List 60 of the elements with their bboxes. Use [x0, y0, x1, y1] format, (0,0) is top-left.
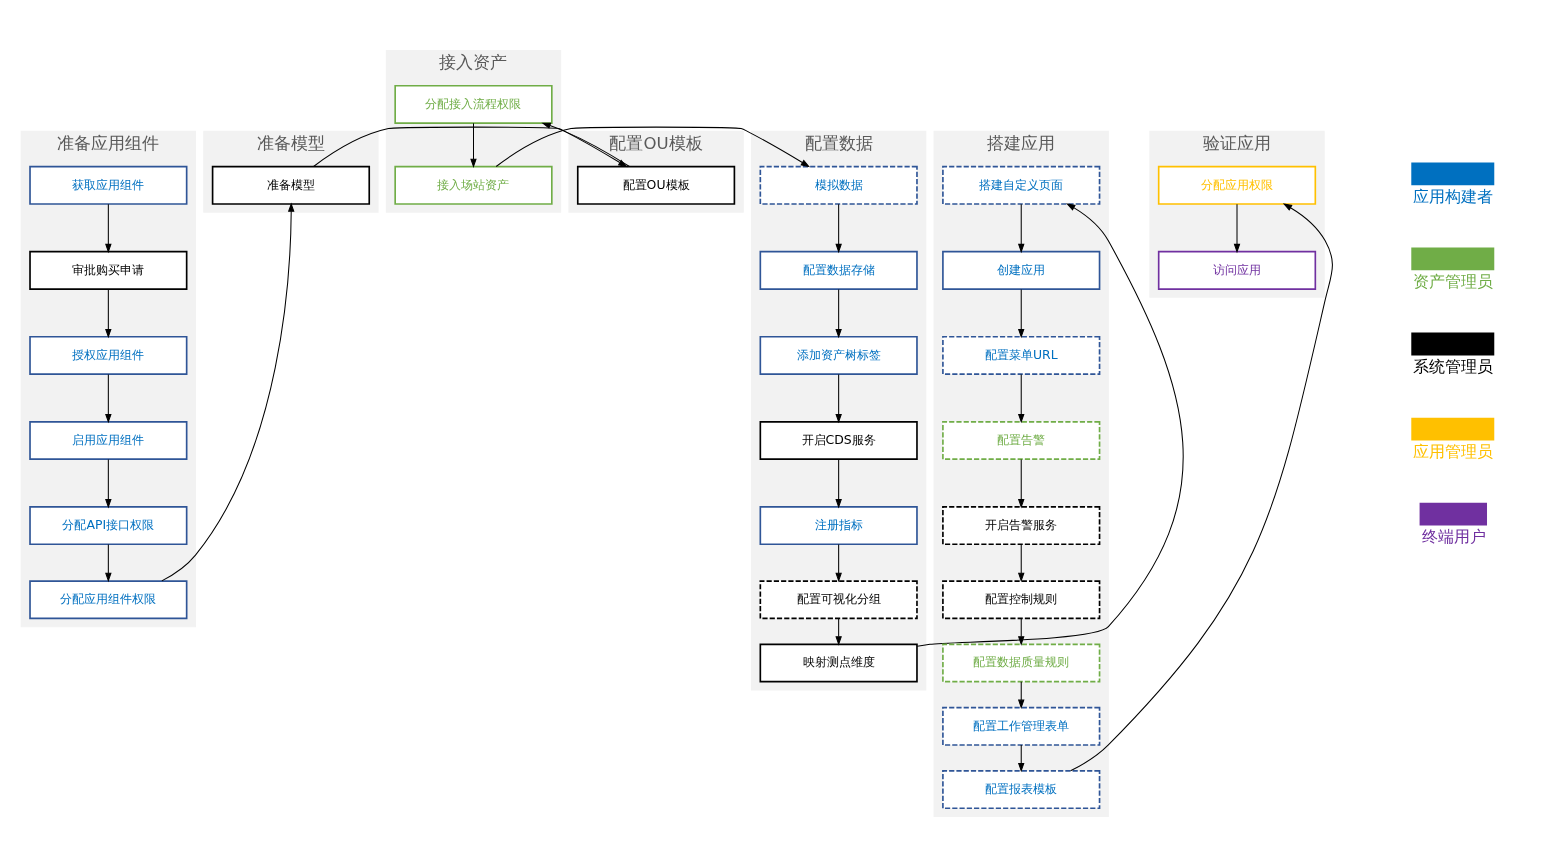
- node-box: 添加资产树标签: [759, 335, 918, 375]
- legend-label: 应用管理员: [1413, 443, 1494, 462]
- arrow: [1017, 617, 1025, 646]
- legend-label: 终端用户: [1421, 528, 1486, 547]
- node-box: 搭建自定义页面: [942, 165, 1101, 205]
- node-box: 配置告警: [942, 421, 1101, 460]
- node-box: 创建应用: [942, 250, 1101, 290]
- node-box: 配置OU模板: [576, 165, 736, 205]
- node-box: 分配应用权限: [1157, 165, 1317, 205]
- node-box: 开启CDS服务: [759, 421, 918, 460]
- legend-label: 应用构建者: [1413, 187, 1494, 206]
- arrow: [541, 122, 630, 167]
- arrow: [835, 203, 842, 254]
- node-box: 接入场站资产: [394, 165, 553, 205]
- arrow: [1017, 681, 1025, 709]
- arrow: [1070, 203, 1333, 772]
- arrow: [835, 543, 842, 583]
- node-box: 开启告警服务: [942, 506, 1101, 546]
- legend-label: 资产管理员: [1413, 272, 1494, 291]
- node-box: 映射测点维度: [759, 643, 918, 683]
- node-box: 注册指标: [759, 506, 918, 546]
- arrow: [313, 126, 628, 168]
- arrow: [1017, 373, 1025, 424]
- node-box: 授权应用组件: [29, 335, 188, 375]
- node-box: 分配API接口权限: [29, 506, 188, 546]
- arrow: [1017, 459, 1025, 509]
- node-box: 配置工作管理表单: [942, 706, 1101, 746]
- arrow: [1017, 744, 1025, 773]
- arrow: [1017, 203, 1025, 254]
- arrow: [105, 543, 112, 583]
- node-box: 启用应用组件: [29, 421, 188, 460]
- arrow: [1017, 543, 1025, 583]
- arrow: [470, 122, 477, 169]
- node-box: 配置报表模板: [942, 770, 1101, 810]
- arrow: [835, 288, 842, 339]
- arrow: [1017, 288, 1025, 339]
- node-box: 获取应用组件: [29, 165, 188, 205]
- arrow: [105, 203, 112, 254]
- arrow: [105, 373, 112, 424]
- node-box: 分配接入流程权限: [394, 84, 553, 124]
- arrow: [916, 203, 1184, 647]
- arrow: [835, 373, 842, 424]
- arrow: [105, 459, 112, 509]
- node-box: 配置数据存储: [759, 250, 918, 290]
- arrow: [495, 126, 811, 168]
- arrow: [835, 617, 842, 646]
- arrow: [161, 202, 295, 582]
- arrow: [835, 459, 842, 509]
- node-box: 配置菜单URL: [942, 335, 1101, 375]
- node-box: 分配应用组件权限: [29, 580, 188, 620]
- node-box: 配置控制规则: [942, 580, 1101, 620]
- legend-label: 系统管理员: [1413, 358, 1494, 377]
- node-box: 访问应用: [1157, 250, 1317, 290]
- node-box: 审批购买申请: [29, 250, 188, 290]
- arrow: [105, 288, 112, 339]
- node-box: 准备模型: [211, 165, 371, 205]
- arrow: [1233, 203, 1241, 254]
- node-box: 模拟数据: [759, 165, 918, 205]
- node-box: 配置可视化分组: [759, 580, 918, 620]
- node-box: 配置数据质量规则: [942, 643, 1101, 683]
